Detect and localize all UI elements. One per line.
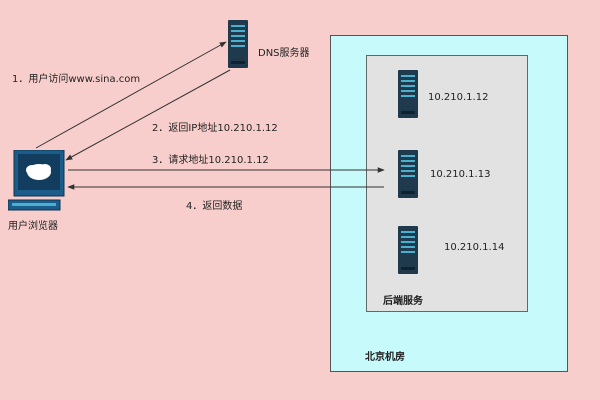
browser-monitor-icon [7, 149, 66, 216]
server-icon [398, 150, 418, 202]
step-1-label: 1．用户访问www.sina.com [12, 74, 141, 85]
dns-server-label: DNS服务器 [258, 48, 310, 59]
dns-server-icon [228, 20, 248, 72]
server-icon [398, 70, 418, 122]
server-ip-label: 10.210.1.13 [430, 169, 491, 180]
step-4-label: 4．返回数据 [186, 201, 243, 212]
backend-group: 后端服务 [366, 55, 528, 312]
server-ip-label: 10.210.1.14 [444, 242, 505, 253]
datacenter-label: 北京机房 [365, 352, 405, 363]
browser-label: 用户浏览器 [8, 221, 58, 232]
step-3-label: 3．请求地址10.210.1.12 [152, 155, 269, 166]
server-icon [398, 226, 418, 278]
server-ip-label: 10.210.1.12 [428, 92, 489, 103]
backend-label: 后端服务 [383, 296, 423, 307]
step-2-label: 2．返回IP地址10.210.1.12 [152, 123, 278, 134]
